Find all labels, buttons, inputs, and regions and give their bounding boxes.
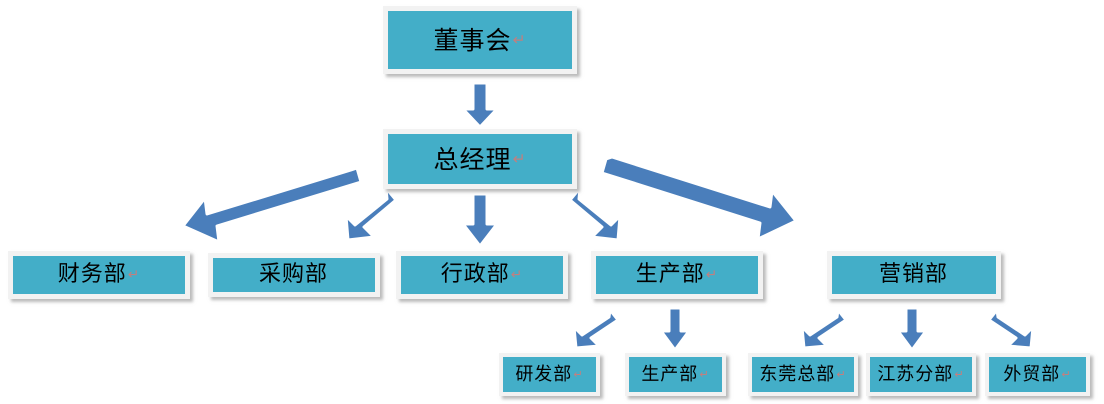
org-node-dongguan-hq[interactable]: 东莞总部↵ [748, 353, 858, 396]
arrow-gm-to-marketing [600, 155, 830, 249]
paragraph-mark-icon: ↵ [699, 368, 710, 381]
paragraph-mark-icon: ↵ [512, 31, 527, 49]
org-node-label: 行政部 [440, 262, 510, 287]
org-node-label: 研发部 [515, 363, 573, 385]
paragraph-mark-icon: ↵ [510, 267, 524, 283]
arrow-production-to-rd [566, 304, 622, 352]
org-node-label: 东莞总部 [759, 363, 836, 385]
org-node-marketing[interactable]: 营销部 [827, 251, 1001, 299]
paragraph-mark-icon: ↵ [573, 368, 584, 381]
org-node-label: 江苏分部 [877, 363, 954, 385]
org-node-admin[interactable]: 行政部↵ [396, 251, 568, 299]
org-node-jiangsu-branch[interactable]: 江苏分部↵ [866, 353, 976, 396]
arrow-gm-to-purchasing [336, 180, 398, 250]
paragraph-mark-icon: ↵ [512, 150, 527, 168]
paragraph-mark-icon: ↵ [127, 267, 141, 283]
org-node-label: 营销部 [878, 262, 948, 287]
org-node-label: 生产部 [641, 363, 699, 385]
org-node-gm[interactable]: 总经理↵ [383, 129, 577, 189]
org-node-label: 董事会 [433, 25, 512, 55]
org-node-label: 总经理 [433, 144, 512, 174]
arrow-production-to-production-sub [659, 306, 691, 352]
arrow-board-to-gm [461, 81, 499, 129]
paragraph-mark-icon: ↵ [705, 267, 719, 283]
org-node-label: 外贸部 [1003, 363, 1061, 385]
paragraph-mark-icon: ↵ [954, 368, 965, 381]
arrow-gm-to-finance [166, 164, 366, 248]
org-node-foreign-trade[interactable]: 外贸部↵ [985, 353, 1090, 396]
org-node-production-sub[interactable]: 生产部↵ [625, 353, 726, 396]
org-node-label: 生产部 [635, 262, 705, 287]
arrow-gm-to-production [568, 180, 630, 250]
org-node-label: 采购部 [258, 262, 328, 287]
paragraph-mark-icon: ↵ [1061, 368, 1072, 381]
arrow-gm-to-admin [461, 192, 499, 248]
arrow-marketing-to-dongguan [794, 304, 850, 352]
org-node-finance[interactable]: 财务部↵ [8, 251, 190, 299]
org-node-rd[interactable]: 研发部↵ [499, 353, 600, 396]
org-node-board[interactable]: 董事会↵ [383, 6, 577, 74]
arrow-marketing-to-foreign-trade [985, 304, 1041, 352]
org-node-label: 财务部 [57, 262, 127, 287]
arrow-marketing-to-jiangsu [896, 306, 928, 352]
org-node-production[interactable]: 生产部↵ [591, 251, 763, 299]
paragraph-mark-icon: ↵ [836, 368, 847, 381]
org-node-purchasing[interactable]: 采购部 [208, 253, 380, 297]
